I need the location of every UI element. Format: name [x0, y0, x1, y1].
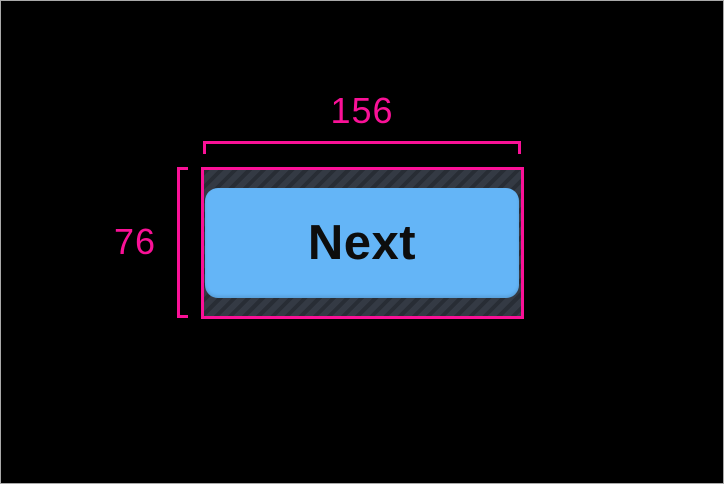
next-button-label: Next — [307, 215, 417, 270]
inspector-selection-box: Next — [201, 167, 524, 319]
height-dimension-label: 76 — [113, 221, 156, 262]
width-measure-bracket — [203, 141, 521, 154]
width-dimension-label: 156 — [330, 90, 394, 131]
next-button[interactable]: Next — [205, 188, 519, 298]
height-measure-bracket — [177, 167, 188, 318]
